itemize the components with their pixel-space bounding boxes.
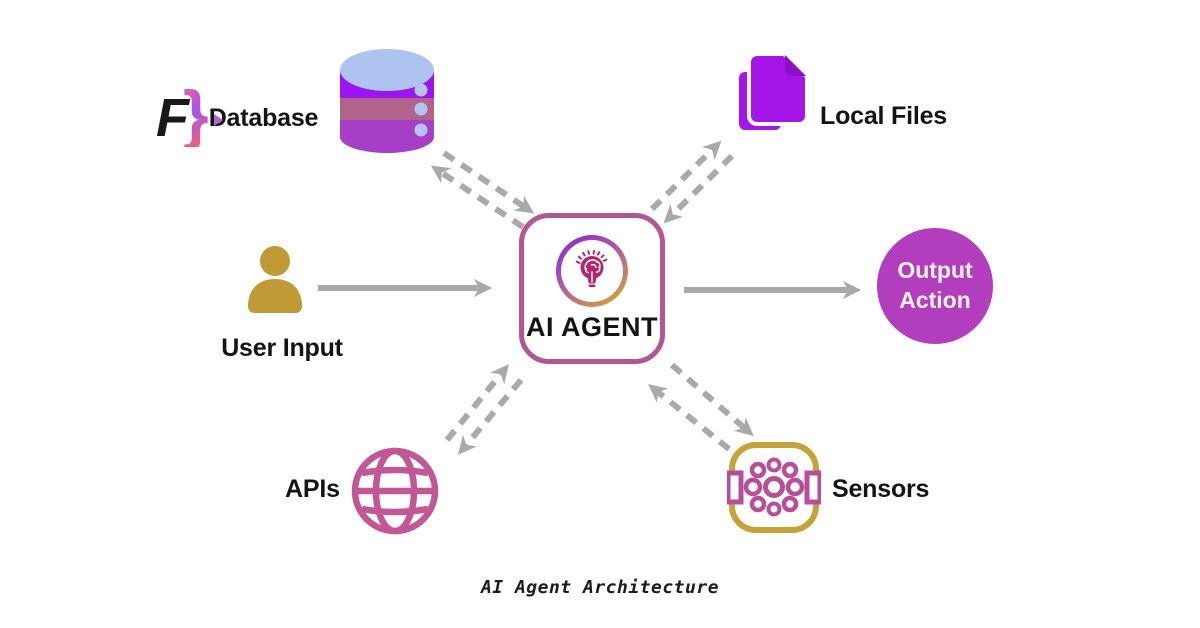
globe-icon — [348, 444, 442, 538]
f-brand-logo: F} — [156, 77, 223, 158]
arrow-apis-to-agent — [444, 364, 509, 442]
node-sensors: Sensors — [832, 475, 929, 504]
arrow-sensors-to-agent — [648, 384, 731, 452]
node-apis: APIs — [285, 475, 340, 504]
node-database: F} Database — [156, 78, 318, 158]
apis-label: APIs — [285, 475, 340, 503]
arrow-agent-to-database — [430, 165, 525, 230]
node-user-input: User Input — [216, 334, 348, 363]
sensors-label: Sensors — [832, 475, 930, 503]
database-cylinder-icon — [337, 46, 437, 156]
arrow-agent-to-localfiles — [649, 140, 722, 212]
brain-bulb-icon — [561, 239, 623, 302]
database-label: Database — [208, 103, 319, 132]
arrow-agent-to-sensors — [670, 362, 754, 437]
diagram-caption: AI Agent Architecture — [480, 577, 720, 598]
f-brand-letter: F — [156, 88, 189, 148]
arrow-localfiles-to-agent — [663, 153, 735, 224]
output-action-line2: Action — [899, 287, 971, 313]
node-local-files: Local Files — [820, 102, 947, 131]
f-brand-arrow-icon — [214, 114, 223, 126]
f-brand-brace: } — [183, 77, 209, 151]
local-files-label: Local Files — [820, 102, 948, 130]
output-action-line1: Output — [897, 257, 973, 284]
user-input-label: User Input — [221, 334, 343, 362]
arrow-database-to-agent — [442, 150, 535, 214]
node-output-action: Output Action — [877, 228, 993, 344]
sensor-chip-icon — [727, 441, 821, 534]
node-ai-agent: AI AGENT — [519, 213, 665, 364]
agent-ring — [556, 234, 628, 307]
ai-agent-label: AI AGENT — [526, 311, 658, 342]
arrow-agent-to-apis — [457, 378, 524, 455]
person-icon — [242, 245, 314, 315]
documents-icon — [731, 52, 815, 138]
